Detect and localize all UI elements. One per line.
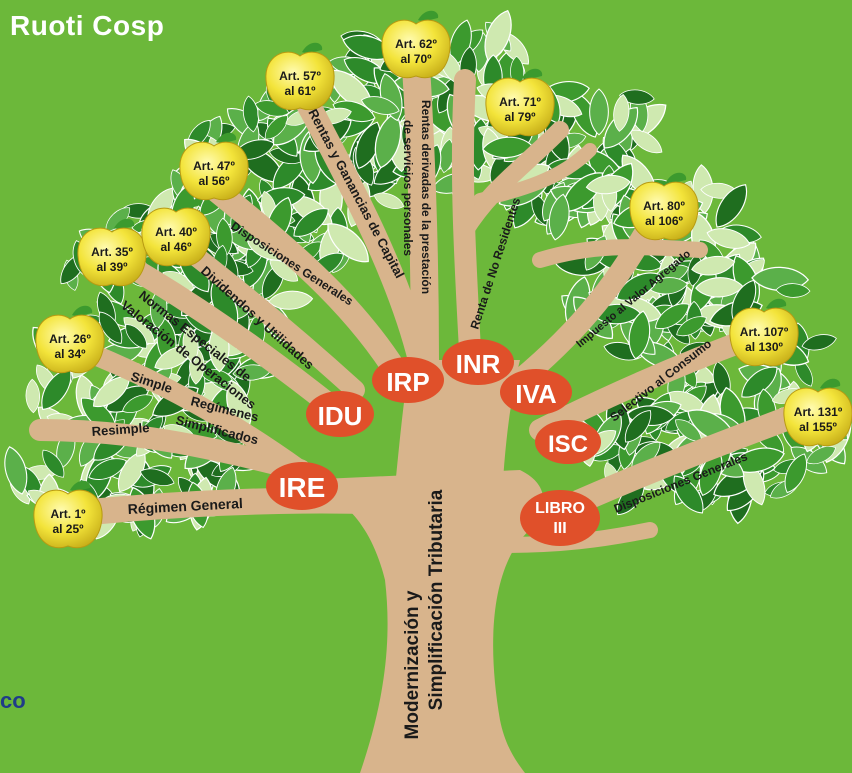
branch-inr-fork [456,121,569,239]
apple-leaf-icon [70,480,91,491]
apple-icon [77,227,147,287]
branch-iva [509,204,666,391]
branch-disposiciones-ire [198,173,407,382]
apple-label-end: al 39º [96,260,128,274]
tax-ovals: IRE IDU IRP INR IVA ISC LIBRO III [266,339,601,546]
trunk-label-line1: Modernización y [402,590,423,739]
apple-leaf-icon [114,218,135,229]
apple-label-start: Art. 107º [740,325,789,339]
apple-leaf-icon [522,68,543,79]
label-rentas-servicios-2: de servicios personales [401,120,415,256]
apple-leaf-icon [72,305,93,316]
trunk-label: Modernización y Simplificación Tributari… [402,489,447,739]
apple-icon [381,19,451,79]
apple-leaf-icon [666,172,687,183]
oval-iva: IVA [500,369,572,415]
trunk-upper [385,360,520,580]
oval-isc: ISC [535,420,601,464]
apple-icon [33,489,103,549]
trunk-label-line2: Simplificación Tributaria [426,489,447,710]
apple-leaf-icon [820,378,841,389]
apple-icon [35,314,105,374]
apple-icon [265,51,335,111]
apple-label-end: al 70º [400,52,432,66]
oval-libro-label-1: LIBRO [535,500,585,517]
page-title: Ruoti Cosp [10,10,165,41]
label-resimple: Resimple [91,420,150,439]
branch-resimple [29,419,311,481]
apple-label-start: Art. 57º [279,69,321,83]
apple-icon [629,181,699,241]
oval-idu: IDU [306,391,374,437]
apple-icon [783,387,852,447]
oval-inr: INR [442,339,514,385]
oval-ire-label: IRE [279,472,326,503]
apple-label-end: al 79º [504,110,536,124]
oval-libro: LIBRO III [520,490,600,546]
branch-iva-fork [532,239,708,268]
oval-idu-label: IDU [318,401,363,431]
apple-leaf-icon [418,10,439,21]
oval-irp: IRP [372,357,444,403]
branch-libro [548,398,822,522]
branch-simple [60,335,310,480]
apple-icon [179,141,249,201]
corner-brand-text: co [0,688,26,713]
apple-label-start: Art. 71º [499,95,541,109]
apple-leaf-icon [766,298,787,309]
oval-inr-label: INR [456,349,501,379]
branch-rentas-servicios [401,36,439,374]
apple-icon [485,77,555,137]
apple-icon [141,207,211,267]
apple-leaf-icon [216,132,237,143]
apple-label-end: al 106º [645,214,683,228]
apple-icon [729,307,799,367]
apple-label-start: Art. 131º [794,405,843,419]
apple-label-start: Art. 40º [155,225,197,239]
apple-label-start: Art. 1º [50,507,86,521]
apple-label-end: al 130º [745,340,783,354]
apple-leaf-icon [302,42,323,53]
apple-label-end: al 61º [284,84,316,98]
oval-ire: IRE [266,462,338,510]
apple-label-start: Art. 62º [395,37,437,51]
apple-label-start: Art. 47º [193,159,235,173]
apple-label-end: al 56º [198,174,230,188]
branch-inr [451,69,481,361]
apple-label-end: al 34º [54,347,86,361]
apple-label-end: al 155º [799,420,837,434]
oval-irp-label: IRP [386,367,429,397]
oval-libro-label-2: III [553,520,566,537]
oval-iva-label: IVA [515,379,557,409]
apple-label-start: Art. 80º [643,199,685,213]
oval-isc-label: ISC [548,431,588,458]
label-rentas-servicios-1: Rentas derivadas de la prestación [419,100,433,294]
branch-inr-fork2 [473,143,597,207]
label-regimen-general: Régimen General [127,495,243,517]
apple-label-start: Art. 26º [49,332,91,346]
apple-label-start: Art. 35º [91,245,133,259]
apple-leaf-icon [178,198,199,209]
apple-label-end: al 25º [52,522,84,536]
apple-label-end: al 46º [160,240,192,254]
